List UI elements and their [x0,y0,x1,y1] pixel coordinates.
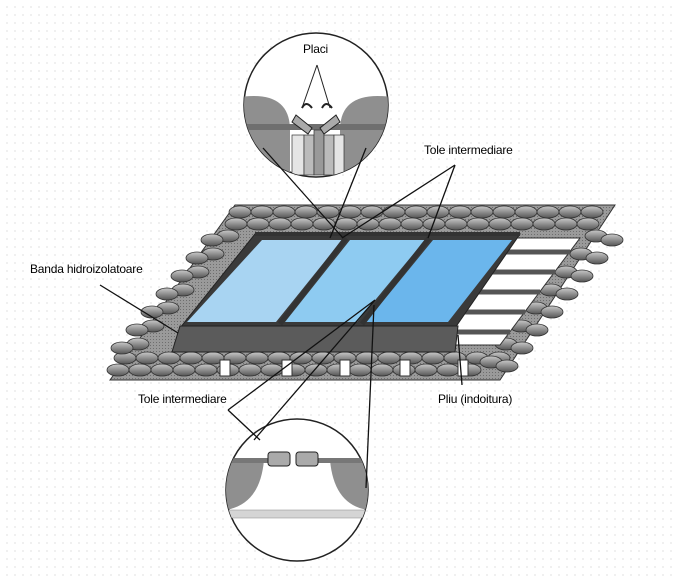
roof-tile [514,205,538,219]
roof-tile [555,287,579,301]
roof-tile [250,205,274,219]
label-pliu: Pliu (indoitura) [438,392,513,406]
label-banda-hidroizolatoare: Banda hidroizolatoare [30,262,143,276]
solar-panel-array [178,232,521,329]
roof-tile [128,363,152,377]
roof-tile [585,251,609,265]
roof-tile [495,359,519,373]
roof-tile [400,217,424,231]
rafters [219,359,469,377]
label-placi: Placi [303,42,329,56]
roof-tile [334,217,358,231]
roof-tile [228,205,252,219]
roof-tile [140,305,164,319]
roof-tile [272,205,296,219]
roof-tile [525,323,549,337]
roof-tile [268,217,292,231]
roof-tile [289,351,313,365]
roof-tile [304,363,328,377]
roof-tile [172,363,196,377]
roof-tile [194,363,218,377]
roof-tile [466,217,490,231]
roof-tile [238,363,262,377]
label-tole-intermediare-top: Tole intermediare [424,143,513,157]
roof-tile [245,351,269,365]
top-detail-circle [243,32,389,178]
roof-tile [492,205,516,219]
roof-tile [470,205,494,219]
roof-tile [312,217,336,231]
roof-tile [404,205,428,219]
roof-tile [290,217,314,231]
roof-tile [576,217,600,231]
roof-tile [536,205,560,219]
roof-tile [110,341,134,355]
roof-tile [554,217,578,231]
roof-tile [260,363,284,377]
solar-panel-2 [285,240,425,322]
roof-tile [360,205,384,219]
roof-tile [510,341,534,355]
roof-tile [157,351,181,365]
roof-tile [355,351,379,365]
roof-tile [185,251,209,265]
roof-tile [150,363,174,377]
roof-tile [246,217,270,231]
leader-lines [99,147,463,489]
roof-tile [311,351,335,365]
roof-tile [558,205,582,219]
roof-tile [570,269,594,283]
roof-tile [200,233,224,247]
roof-tile [377,351,401,365]
roof-tile [422,217,446,231]
waterproof-band [171,325,459,353]
roof-tile [294,205,318,219]
roof-tile [382,205,406,219]
roof-tile [540,305,564,319]
roof-tile [436,363,460,377]
roof-tile [421,351,445,365]
roof-tile [224,217,248,231]
roof-tile [580,205,604,219]
roof-tile [448,205,472,219]
bottom-detail-circle [225,418,369,562]
roof-tile [106,363,130,377]
roof-tile [414,363,438,377]
roof-tile [170,269,194,283]
roof-tile [488,217,512,231]
roof-tile [532,217,556,231]
roof-tile [370,363,394,377]
roof-tile [378,217,402,231]
roof-tile [356,217,380,231]
roof-tile [600,233,624,247]
roof-tile [155,287,179,301]
roof-tile [348,363,372,377]
roof-tile [125,323,149,337]
roof-tile [510,217,534,231]
roof-tile [444,217,468,231]
roof-tile [179,351,203,365]
roof-tile [135,351,159,365]
label-tole-intermediare-bottom: Tole intermediare [138,392,227,406]
solar-panel-3 [366,240,512,322]
solar-panel-1 [187,240,342,322]
